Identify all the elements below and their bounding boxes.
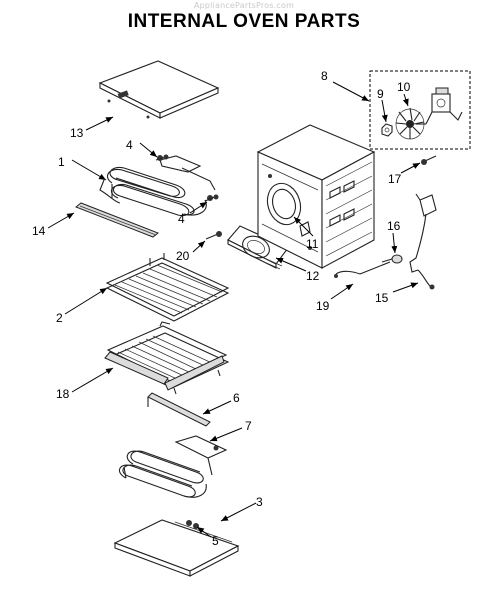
- callout-7: 7: [245, 419, 252, 433]
- callout-8: 8: [321, 69, 328, 83]
- part-8-convection-motor: [416, 87, 463, 125]
- callout-3: 3: [256, 495, 263, 509]
- callout-4-lower: 4: [178, 212, 185, 226]
- part-13-top-panel: [98, 60, 220, 119]
- callout-18: 18: [56, 387, 70, 401]
- part-7-lower-element: [118, 435, 228, 498]
- callout-labels: 13 1 4 4 14 20 2 18 6 7 3 5 8 9 10 11 12…: [32, 69, 411, 548]
- part-2-oven-rack: [105, 253, 230, 322]
- part-9-nut: [381, 123, 393, 137]
- part-18-gliding-rack: [104, 321, 230, 395]
- callout-20: 20: [176, 249, 190, 263]
- part-3-bottom-panel: [113, 519, 240, 577]
- part-1-bake-element: [99, 155, 216, 217]
- callout-4-upper: 4: [126, 138, 133, 152]
- callout-10: 10: [397, 80, 411, 94]
- part-15-latch-assembly: [409, 193, 437, 290]
- part-6-lower-trim: [147, 392, 211, 427]
- callout-6: 6: [233, 391, 240, 405]
- part-20-screw: [205, 231, 222, 240]
- callout-2: 2: [56, 311, 63, 325]
- callout-12: 12: [306, 269, 320, 283]
- convection-fan-detail-box: [369, 70, 471, 150]
- part-19-temperature-sensor: [334, 261, 391, 278]
- callout-13: 13: [70, 126, 84, 140]
- part-14-trim-strip: [75, 202, 159, 238]
- callout-15: 15: [375, 291, 389, 305]
- callout-19: 19: [316, 299, 330, 313]
- watermark: AppliancePartsPros.com: [193, 1, 295, 10]
- part-10-fan-blade: [395, 107, 425, 140]
- page-title: INTERNAL OVEN PARTS: [127, 11, 361, 32]
- callout-14: 14: [32, 224, 46, 238]
- callout-17: 17: [388, 172, 402, 186]
- part-4-screws: [155, 154, 219, 202]
- callout-11: 11: [306, 237, 319, 251]
- part-16-grommet: [381, 254, 403, 264]
- part-17-screw: [421, 155, 437, 165]
- oven-cavity: [256, 124, 376, 269]
- callout-9: 9: [377, 87, 384, 101]
- callout-5: 5: [212, 534, 219, 548]
- leader-lines: [47, 81, 421, 538]
- callout-1: 1: [58, 155, 65, 169]
- callout-16: 16: [387, 219, 401, 233]
